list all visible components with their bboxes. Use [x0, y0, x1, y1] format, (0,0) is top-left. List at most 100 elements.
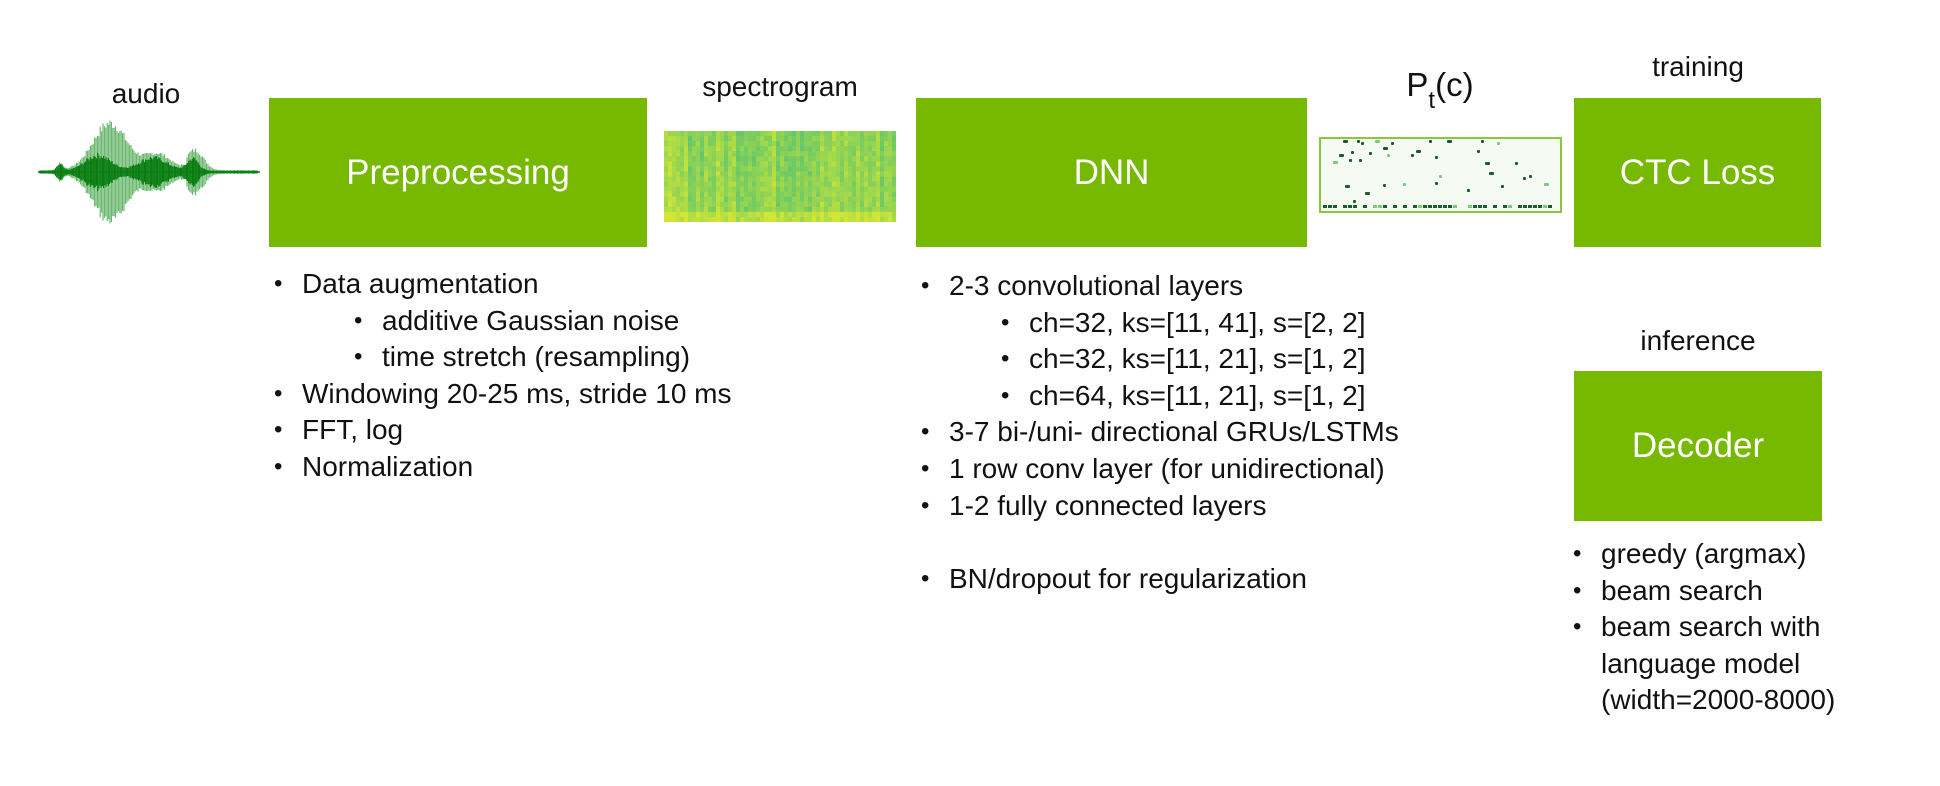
spectrogram-cell [676, 176, 681, 183]
spectrogram-cell [776, 156, 781, 162]
spectrogram-cell [676, 211, 681, 218]
spectrogram-cell [708, 196, 713, 203]
spectrogram-cell [696, 181, 701, 188]
spectrogram-cell [892, 196, 896, 203]
pt-dot [1467, 189, 1470, 192]
spectrogram-cell [736, 146, 741, 152]
ctc-loss-block: CTC Loss [1574, 98, 1821, 247]
spectrogram-cell [864, 161, 869, 167]
spectrogram-cell [756, 151, 761, 157]
spectrogram-cell [756, 216, 761, 222]
spectrogram-cell [684, 136, 689, 142]
spectrogram-cell [728, 156, 733, 162]
spectrogram-cell [680, 181, 685, 188]
spectrogram-cell [720, 196, 725, 203]
spectrogram-cell [876, 136, 881, 142]
spectrogram-cell [804, 146, 809, 152]
spectrogram-cell [724, 196, 729, 203]
spectrogram-cell [892, 191, 896, 198]
spectrogram-cell [776, 151, 781, 157]
spectrogram-cell [788, 196, 793, 203]
spectrogram-cell [840, 166, 845, 173]
spectrogram-cell [844, 131, 849, 137]
spectrogram-cell [768, 151, 773, 157]
spectrogram-cell [840, 136, 845, 142]
spectrogram-cell [784, 201, 789, 208]
spectrogram-cell [700, 151, 705, 157]
spectrogram-cell [708, 141, 713, 147]
spectrogram-cell [804, 161, 809, 167]
spectrogram-cell [712, 136, 717, 142]
spectrogram-cell [884, 171, 889, 178]
pt-dot [1339, 154, 1344, 157]
spectrogram-cell [732, 216, 737, 222]
spectrogram-cell [740, 151, 745, 157]
spectrogram-cell [772, 136, 777, 142]
spectrogram-cell [800, 156, 805, 162]
spectrogram-cell [880, 211, 885, 218]
spectrogram-cell [672, 171, 677, 178]
spectrogram-cell [852, 191, 857, 198]
spectrogram-cell [664, 216, 669, 222]
spectrogram-cell [876, 216, 881, 222]
spectrogram-cell [764, 181, 769, 188]
spectrogram-cell [836, 171, 841, 178]
spectrogram-cell [720, 186, 725, 193]
spectrogram-cell [724, 206, 729, 213]
preprocessing-block: Preprocessing [269, 98, 647, 247]
spectrogram-cell [800, 136, 805, 142]
spectrogram-cell [872, 131, 877, 137]
spectrogram-cell [884, 176, 889, 183]
spectrogram-cell [804, 141, 809, 147]
spectrogram-cell [828, 141, 833, 147]
audio-waveform-icon [38, 120, 260, 224]
spectrogram-cell [844, 206, 849, 213]
spectrogram-cell [724, 146, 729, 152]
spectrogram-cell [768, 171, 773, 178]
spectrogram-cell [704, 151, 709, 157]
spectrogram-cell [724, 141, 729, 147]
pt-dot [1359, 159, 1362, 162]
spectrogram-cell [792, 216, 797, 222]
spectrogram-cell [712, 161, 717, 167]
spectrogram-cell [716, 161, 721, 167]
spectrogram-cell [744, 141, 749, 147]
spectrogram-cell [676, 166, 681, 173]
spectrogram-cell [852, 131, 857, 137]
list-item: (width=2000-8000) [1601, 684, 1836, 716]
spectrogram-cell [692, 216, 697, 222]
spectrogram-cell [788, 161, 793, 167]
spectrogram-cell [768, 161, 773, 167]
spectrogram-cell [828, 196, 833, 203]
spectrogram-cell [692, 151, 697, 157]
spectrogram-cell [736, 141, 741, 147]
spectrogram-cell [664, 131, 669, 137]
spectrogram-cell [792, 206, 797, 213]
spectrogram-cell [684, 156, 689, 162]
spectrogram-cell [692, 141, 697, 147]
spectrogram-cell [824, 131, 829, 137]
decoder-block: Decoder [1574, 371, 1822, 521]
spectrogram-cell [760, 141, 765, 147]
spectrogram-cell [672, 136, 677, 142]
spectrogram-cell [824, 176, 829, 183]
spectrogram-cell [780, 141, 785, 147]
spectrogram-cell [860, 171, 865, 178]
spectrogram-cell [692, 131, 697, 137]
spectrogram-cell [808, 136, 813, 142]
spectrogram-cell [852, 166, 857, 173]
spectrogram-cell [872, 181, 877, 188]
spectrogram-cell [720, 216, 725, 222]
spectrogram-cell [668, 216, 673, 222]
spectrogram-cell [892, 206, 896, 213]
spectrogram-cell [728, 161, 733, 167]
spectrogram-cell [808, 206, 813, 213]
spectrogram-cell [704, 181, 709, 188]
spectrogram-cell [848, 136, 853, 142]
spectrogram-cell [868, 161, 873, 167]
spectrogram-cell [736, 171, 741, 178]
spectrogram-cell [808, 176, 813, 183]
spectrogram-cell [764, 136, 769, 142]
list-item: time stretch (resampling) [354, 339, 732, 376]
spectrogram-cell [892, 211, 896, 218]
